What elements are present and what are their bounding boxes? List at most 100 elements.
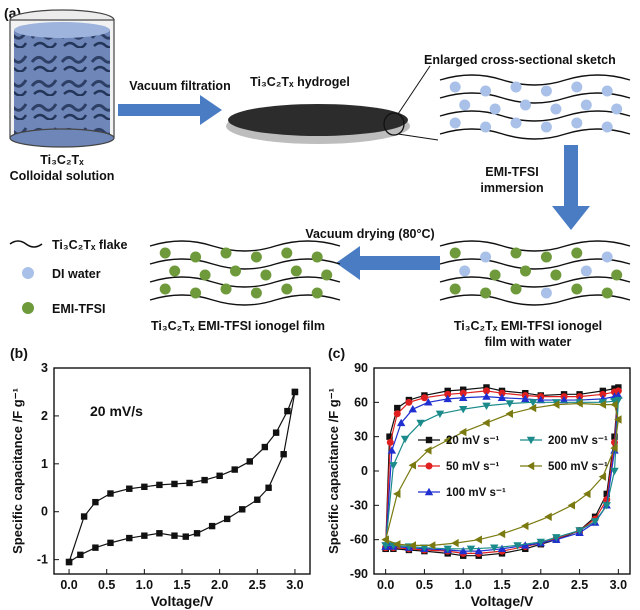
data-point: [482, 387, 490, 395]
x-tick-label: 0.0: [60, 578, 77, 592]
data-point: [614, 387, 622, 395]
data-point: [614, 391, 623, 399]
data-point: [408, 461, 416, 470]
zoom-line-1: [397, 65, 431, 115]
data-point: [482, 418, 490, 428]
data-point: [239, 506, 246, 513]
data-point: [575, 399, 583, 408]
data-point: [408, 541, 416, 550]
flake-line: [149, 276, 341, 288]
emi-dot: [311, 287, 323, 299]
emi-dot: [449, 283, 461, 295]
water-dot: [540, 287, 552, 299]
emi-dot: [281, 247, 293, 259]
data-point: [425, 436, 433, 444]
data-point: [261, 443, 269, 451]
data-point: [107, 490, 114, 497]
flake-line: [439, 276, 631, 288]
y-tick-label: 0: [361, 464, 368, 478]
vacuum-drying-label: Vacuum drying (80°C): [305, 227, 434, 241]
data-point: [246, 458, 253, 465]
emi-dot: [260, 269, 272, 281]
data-point: [272, 429, 280, 436]
data-point: [193, 530, 201, 537]
plot-frame: [53, 367, 311, 575]
emi-dot: [601, 287, 613, 299]
data-point: [231, 466, 238, 473]
y-tick-label: -1: [37, 553, 48, 567]
x-axis-label: Voltage/V: [471, 593, 534, 609]
emi-dot: [169, 265, 181, 277]
data-point: [171, 532, 178, 539]
legend-water-label: DI water: [52, 267, 101, 281]
x-tick-label: 0.0: [377, 578, 394, 592]
flake-line: [149, 240, 341, 252]
data-point: [444, 390, 452, 398]
hydrogel-label: Ti₃C₂Tₓ hydrogel: [250, 75, 350, 89]
x-tick-label: 2.5: [571, 578, 588, 592]
y-axis-label: Specific capacitance /F g⁻¹: [326, 388, 341, 554]
data-point: [284, 407, 291, 415]
water-dot: [611, 103, 623, 115]
data-point: [459, 393, 468, 401]
x-tick-label: 1.5: [173, 578, 190, 592]
water-dot: [550, 103, 562, 115]
water-dot: [449, 81, 461, 93]
y-tick-label: -90: [350, 567, 368, 581]
film-label: Ti₃C₂Tₓ EMI-TFSI ionogel film: [151, 319, 325, 333]
data-point: [526, 436, 536, 445]
water-dot: [449, 117, 461, 129]
data-point: [393, 489, 401, 499]
data-point: [567, 501, 576, 510]
y-tick-label: 90: [354, 361, 368, 375]
water-dot: [601, 121, 613, 133]
vacuum-filtration-label: Vacuum filtration: [129, 79, 230, 93]
legend-label: 100 mV s⁻¹: [446, 487, 506, 499]
data-point: [505, 400, 514, 408]
data-point: [394, 404, 401, 412]
data-point: [528, 399, 538, 407]
data-point: [201, 476, 208, 484]
data-point: [490, 544, 499, 552]
y-axis-label: Specific capacitance /F g⁻¹: [10, 388, 25, 554]
sketch-ionogel-film: [149, 240, 341, 306]
water-dot: [459, 265, 471, 277]
vacuum-drying-arrow: [336, 246, 440, 280]
data-point: [420, 544, 429, 552]
panel-a-legend: Ti₃C₂Tₓ flake DI water EMI-TFSI: [9, 238, 127, 316]
flake-line: [439, 294, 631, 306]
water-dot: [601, 85, 613, 97]
data-point: [602, 502, 611, 510]
data-point: [427, 541, 436, 550]
data-point: [536, 395, 545, 404]
data-point: [544, 512, 552, 521]
y-tick-label: -60: [350, 533, 368, 547]
data-point: [171, 480, 178, 488]
legend-emi-label: EMI-TFSI: [52, 302, 105, 316]
data-point: [141, 483, 148, 491]
data-point: [466, 545, 476, 554]
water-dot: [580, 99, 592, 111]
data-point: [590, 518, 600, 526]
emi-legend-icon: [22, 302, 34, 314]
legend-label: 50 mV s⁻¹: [446, 461, 500, 473]
legend-label: 200 mV s⁻¹: [548, 435, 608, 447]
legend-label: 20 mV s⁻¹: [446, 435, 500, 447]
flake-line: [439, 258, 631, 270]
panel-c-label: (c): [328, 345, 345, 361]
legend-label: 500 mV s⁻¹: [548, 461, 608, 473]
data-point: [443, 545, 452, 554]
data-point: [513, 542, 522, 550]
flake-line: [149, 294, 341, 306]
zoom-line-2: [397, 133, 439, 141]
water-dot: [540, 121, 552, 133]
emi-dot: [480, 287, 492, 299]
emi-immersion-label-2: immersion: [480, 181, 543, 195]
emi-dot: [510, 283, 522, 295]
emi-dot: [250, 287, 262, 299]
data-point: [396, 418, 406, 427]
water-dot: [480, 251, 492, 263]
data-point: [265, 484, 272, 491]
data-point: [107, 539, 114, 547]
